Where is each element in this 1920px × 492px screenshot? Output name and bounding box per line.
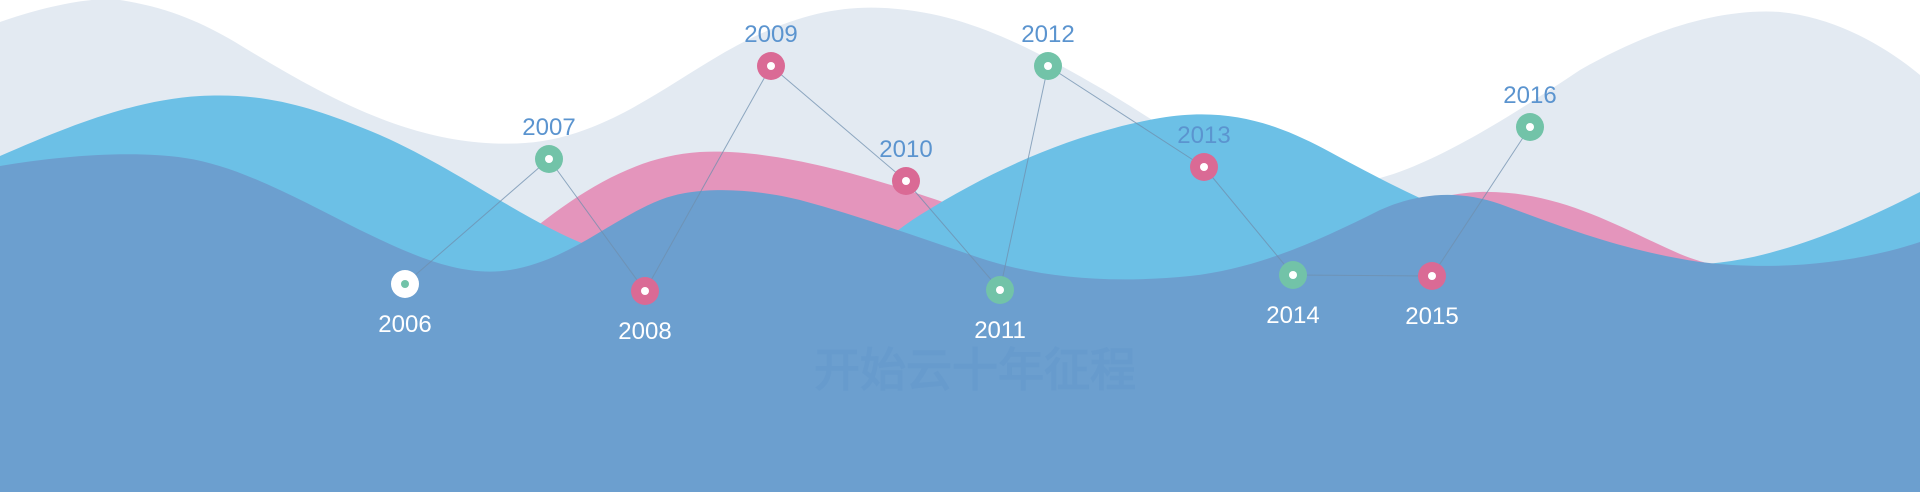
- year-label-2010: 2010: [879, 136, 932, 163]
- connector-2012-2013: [1047, 65, 1205, 168]
- connector-2011-2012: [999, 65, 1049, 291]
- timeline-markers: [391, 52, 1544, 305]
- milestone-marker-2010[interactable]: [892, 167, 920, 195]
- tagline: 开始云十年征程: [814, 343, 1136, 397]
- connector-2014-2015: [1292, 274, 1433, 277]
- marker-dot: [545, 155, 553, 163]
- year-label-2008: 2008: [618, 318, 671, 345]
- connector-2010-2011: [905, 180, 1001, 291]
- year-label-2014: 2014: [1266, 302, 1319, 329]
- milestone-marker-2007[interactable]: [535, 145, 563, 173]
- marker-dot: [641, 287, 649, 295]
- connector-2015-2016: [1431, 126, 1531, 277]
- marker-dot: [1289, 271, 1297, 279]
- marker-dot: [902, 177, 910, 185]
- wave-front: [0, 154, 1920, 492]
- milestone-marker-2014[interactable]: [1279, 261, 1307, 289]
- milestone-marker-2006[interactable]: [391, 270, 419, 298]
- connector-2008-2009: [644, 65, 772, 292]
- year-label-2006: 2006: [378, 311, 431, 338]
- milestone-marker-2009[interactable]: [757, 52, 785, 80]
- milestone-marker-2013[interactable]: [1190, 153, 1218, 181]
- year-label-2015: 2015: [1405, 303, 1458, 330]
- milestone-marker-2015[interactable]: [1418, 262, 1446, 290]
- marker-dot: [1044, 62, 1052, 70]
- year-label-2007: 2007: [522, 114, 575, 141]
- connector-2006-2007: [404, 158, 550, 285]
- marker-dot: [1526, 123, 1534, 131]
- marker-dot: [401, 280, 409, 288]
- year-label-2012: 2012: [1021, 21, 1074, 48]
- year-label-2011: 2011: [974, 317, 1026, 344]
- milestone-marker-2016[interactable]: [1516, 113, 1544, 141]
- connector-2013-2014: [1203, 166, 1294, 276]
- marker-dot: [996, 286, 1004, 294]
- timeline-year-labels: 2006 2007 2008 2009 2010 2011 2012 2013 2014 2015…: [378, 21, 1556, 345]
- marker-dot: [1200, 163, 1208, 171]
- timeline-connectors: [404, 65, 1531, 292]
- milestone-marker-2008[interactable]: [631, 277, 659, 305]
- year-label-2016: 2016: [1503, 82, 1556, 109]
- milestone-marker-2012[interactable]: [1034, 52, 1062, 80]
- milestone-marker-2011[interactable]: [986, 276, 1014, 304]
- year-label-2009: 2009: [744, 21, 797, 48]
- year-label-2013: 2013: [1177, 122, 1230, 149]
- connector-2007-2008: [548, 158, 646, 292]
- connector-2009-2010: [770, 65, 907, 182]
- marker-dot: [767, 62, 775, 70]
- marker-dot: [1428, 272, 1436, 280]
